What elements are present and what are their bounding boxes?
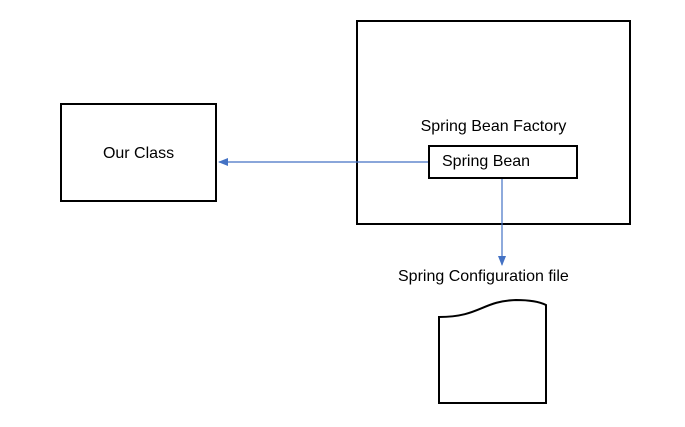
spring-bean-factory-label: Spring Bean Factory (420, 118, 567, 135)
spring-bean-factory-node: Spring Bean Factory (356, 20, 631, 225)
spring-config-file-label: Spring Configuration file (398, 268, 569, 285)
document-icon (438, 298, 547, 404)
our-class-label: Our Class (102, 145, 175, 162)
spring-bean-label: Spring Bean (442, 153, 531, 170)
spring-bean-node: Spring Bean (428, 145, 578, 179)
our-class-node: Our Class (60, 103, 217, 202)
